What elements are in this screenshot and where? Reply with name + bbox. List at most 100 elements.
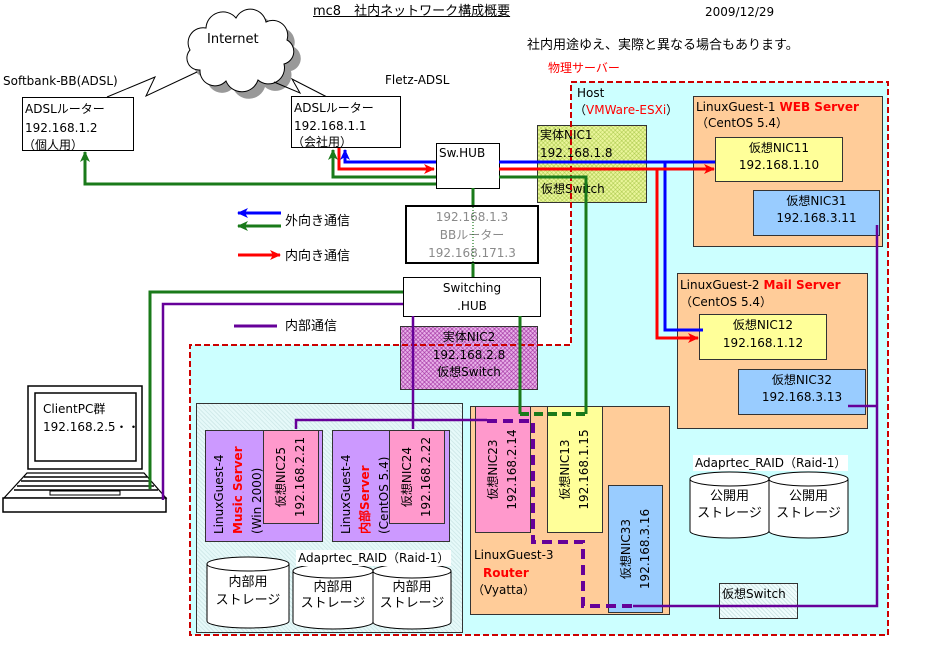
guest-mail-name: LinuxGuest-2 — [680, 278, 760, 292]
vnic33: 仮想NIC33 192.168.3.16 — [608, 485, 663, 613]
vnic13: 仮想NIC13 192.168.1.15 — [547, 406, 603, 533]
vnic25: 仮想NIC25 192.168.2.21 — [263, 430, 319, 524]
physical-nic2-ip: 192.168.2.8 — [432, 348, 506, 362]
fletz-isp-label: Fletz-ADSL — [385, 73, 450, 87]
guest-web-os: （CentOS 5.4） — [696, 116, 789, 130]
link-outbound-blue-to-company-router — [340, 149, 436, 164]
guest-mail-role: Mail Server — [763, 278, 841, 292]
bb-router: 192.168.1.3 BBルーター 192.168.171.3 — [405, 205, 539, 264]
public-storage-disks — [689, 471, 849, 539]
internal-disk-standalone-top — [206, 556, 290, 572]
internal-raid-disk-2-top — [372, 563, 452, 579]
public-raid-disk-1-body — [689, 479, 770, 539]
public-raid-disk-2-line2: ストレージ — [776, 506, 841, 521]
client-name: ClientPC群 — [43, 402, 106, 416]
laptop-spacebar — [49, 490, 121, 496]
link-outbound-green-to-personal-router — [80, 151, 436, 186]
internet-cloud — [186, 8, 295, 93]
public-raid-disk-2-body — [768, 479, 849, 539]
physical-nic2: 実体NIC2 192.168.2.8 仮想Switch — [400, 326, 538, 390]
physical-nic1-ip: 192.168.1.8 — [540, 146, 613, 160]
laptop-base — [2, 497, 167, 513]
vnic12-ip: 192.168.1.12 — [722, 336, 804, 350]
bb-router-name: BBルーター — [439, 228, 505, 242]
page-title: mc8 社内ネットワーク構成概要 — [313, 4, 511, 19]
vnic32: 仮想NIC32 192.168.3.13 — [738, 369, 866, 415]
internal-disk-standalone-body — [206, 564, 290, 629]
link-internal-router-dashed — [487, 419, 633, 608]
host-label: Host — [577, 86, 605, 100]
physical-nic1-name: 実体NIC1 — [540, 128, 593, 142]
guest-router-name: LinuxGuest-3 — [474, 548, 554, 562]
router-usage: （個人用） — [23, 138, 84, 152]
laptop-screen — [34, 392, 137, 462]
switching-hub: Switching .HUB — [403, 277, 541, 317]
guest-mail-os: （CentOS 5.4） — [680, 295, 773, 309]
vnic23: 仮想NIC23 192.168.2.14 — [475, 406, 531, 533]
switching-hub-line2: .HUB — [457, 299, 487, 313]
link-internal-nic25-to-nic23 — [294, 418, 487, 429]
internal-disk-standalone-line1: 内部用 — [228, 575, 268, 590]
router-usage: （会社用） — [292, 135, 353, 149]
laptop-keys — [14, 476, 158, 491]
router-ip: 192.168.1.2 — [25, 121, 98, 135]
link-internal-switching-hub-to-client — [161, 302, 403, 500]
internal-raid-disk-2-line1: 内部用 — [392, 580, 432, 595]
physical-server-boundary — [189, 81, 889, 636]
internet-label: Internet — [207, 32, 259, 47]
vnic31: 仮想NIC31 192.168.3.11 — [753, 190, 880, 236]
link-green-hub-to-nic13 — [499, 175, 588, 414]
legend-outbound-label: 外向き通信 — [285, 214, 351, 229]
link-internal-nic33-to-nic31 — [633, 225, 879, 608]
physical-nic1: 実体NIC1 192.168.1.8 仮想Switch — [537, 125, 647, 203]
fletz-link-zigzag — [273, 77, 328, 98]
client-ip: 192.168.2.5・・ — [43, 420, 140, 434]
vnic32-name: 仮想NIC32 — [771, 373, 833, 387]
router-ip: 192.168.1.1 — [294, 119, 367, 133]
link-green-switching-hub-to-client — [148, 290, 403, 489]
disclaimer-note: 社内用途ゆえ、実際と異なる場合もあります。 — [527, 38, 799, 53]
public-raid-disk-2-top — [768, 471, 849, 487]
adsl-router-personal: ADSLルーター 192.168.1.2 （個人用） — [22, 97, 134, 152]
client-laptop-icon — [2, 385, 168, 513]
hypervisor-label: （VMWare-ESXi） — [574, 102, 678, 118]
internal-disk-standalone-line2: ストレージ — [215, 593, 281, 608]
bb-router-wan-ip: 192.168.171.3 — [428, 246, 516, 260]
switching-hub-line1: Switching — [442, 281, 502, 295]
link-inbound-red-from-company-router — [337, 148, 435, 174]
router-name: ADSLルーター — [294, 101, 374, 115]
vnic31-ip: 192.168.3.11 — [776, 211, 857, 225]
physical-server-label: 物理サーバー — [548, 61, 620, 75]
sw-hub: Sw.HUB — [436, 143, 500, 189]
public-raid-disk-1-line2: ストレージ — [697, 506, 762, 521]
softbank-link-zigzag — [106, 71, 198, 98]
vnic24: 仮想NIC24 192.168.2.22 — [389, 430, 445, 524]
internal-vswitch: 仮想Switch — [719, 583, 798, 619]
internal-vswitch-label: 仮想Switch — [722, 587, 786, 601]
physical-nic1-vswitch: 仮想Switch — [541, 182, 605, 196]
hypervisor-paren-open: （ — [574, 103, 587, 117]
hypervisor-paren-close: ） — [666, 103, 679, 117]
internal-raid-disk-2-body — [372, 571, 452, 630]
legend-internal-label: 内部通信 — [285, 319, 338, 334]
internal-raid-disk-1-line1: 内部用 — [313, 580, 353, 595]
sw-hub-label: Sw.HUB — [439, 146, 486, 160]
guest-web-name: LinuxGuest-1 — [696, 100, 776, 114]
internal-raid-disk-1-top — [292, 563, 374, 579]
vnic12-name: 仮想NIC12 — [732, 318, 794, 332]
vnic32-ip: 192.168.3.13 — [761, 390, 843, 404]
hypervisor-name: VMWare-ESXi — [586, 103, 667, 117]
internal-raid-disk-1-line2: ストレージ — [300, 596, 366, 611]
public-raid-disk-2-line1: 公開用 — [788, 489, 828, 504]
internal-raid-disk-2-line2: ストレージ — [379, 596, 445, 611]
public-raid-disk-1-line1: 公開用 — [709, 489, 749, 504]
physical-nic2-vswitch: 仮想Switch — [437, 365, 501, 379]
vnic11-ip: 192.168.1.10 — [738, 158, 820, 172]
internal-storage-disks — [206, 556, 452, 630]
vnic11: 仮想NIC11 192.168.1.10 — [715, 137, 843, 182]
softbank-isp-label: Softbank-BB(ADSL) — [3, 74, 118, 88]
